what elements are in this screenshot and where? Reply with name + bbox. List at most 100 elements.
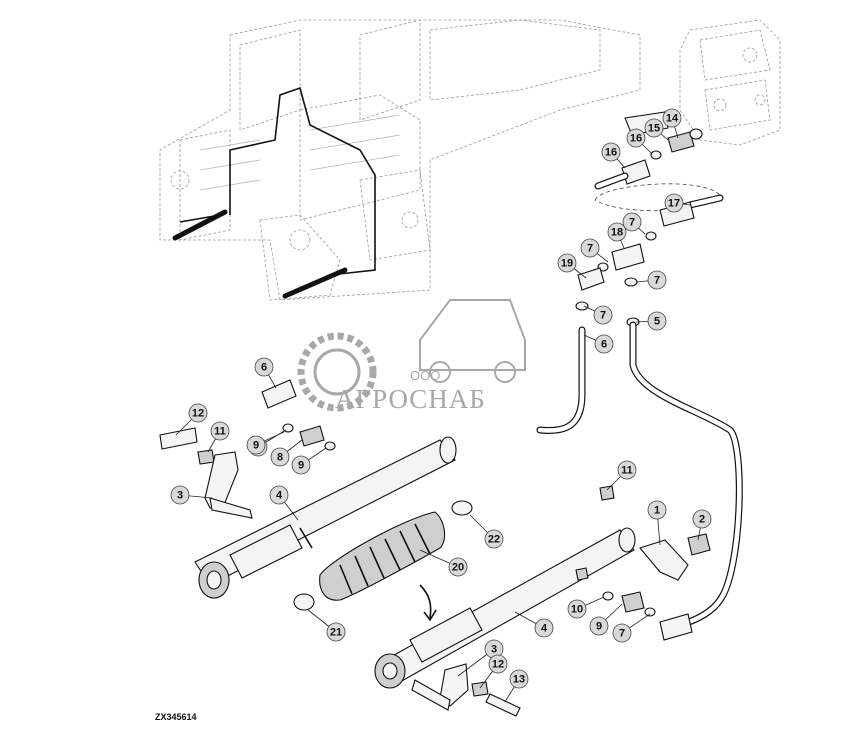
callout-7: 7 <box>622 212 642 232</box>
callout-circle <box>254 357 274 377</box>
callout-number: 10 <box>571 604 583 616</box>
callout-circle <box>626 128 646 148</box>
callout-circle <box>692 509 712 529</box>
callout-number: 16 <box>630 133 642 145</box>
callout-number: 8 <box>277 452 283 464</box>
callout-number: 9 <box>298 460 304 472</box>
callout-5: 5 <box>647 311 667 331</box>
callout-number: 7 <box>654 275 660 287</box>
callout-12: 12 <box>188 403 208 423</box>
bellows-and-clamps <box>293 500 473 622</box>
callout-22: 22 <box>484 529 504 549</box>
callout-circle <box>622 212 642 232</box>
valve-block-ghost <box>679 19 781 146</box>
callout-10: 10 <box>567 599 587 619</box>
callout-circle <box>488 654 508 674</box>
callout-4: 4 <box>269 485 289 505</box>
callout-labels: 1233445667777788999101111121213141516161… <box>170 108 712 689</box>
callout-13: 13 <box>509 669 529 689</box>
callout-number: 7 <box>629 217 635 229</box>
callout-8: 8 <box>270 447 290 467</box>
callout-14: 14 <box>662 108 682 128</box>
callout-circle <box>484 529 504 549</box>
callout-1: 1 <box>647 500 667 520</box>
callout-9: 9 <box>589 616 609 636</box>
watermark-prefix: ООО <box>410 368 440 383</box>
callout-circle <box>664 193 684 213</box>
drawing-id: ZX345614 <box>155 712 197 722</box>
callout-number: 17 <box>668 198 680 210</box>
callout-circle <box>534 618 554 638</box>
callout-circle <box>617 460 637 480</box>
callout-number: 4 <box>276 490 283 502</box>
callout-16: 16 <box>626 128 646 148</box>
callout-number: 12 <box>492 659 504 671</box>
callout-circle <box>210 421 230 441</box>
callout-number: 14 <box>666 113 679 125</box>
callout-number: 7 <box>600 310 606 322</box>
callout-number: 18 <box>611 227 623 239</box>
callout-6: 6 <box>594 334 614 354</box>
callout-18: 18 <box>607 222 627 242</box>
callout-circle <box>448 557 468 577</box>
callout-number: 7 <box>619 628 625 640</box>
callout-circle <box>291 455 311 475</box>
machine-frame-ghost <box>159 19 641 301</box>
callout-circle <box>580 238 600 258</box>
callout-4: 4 <box>534 618 554 638</box>
callout-number: 20 <box>452 562 464 574</box>
callout-circle <box>601 142 621 162</box>
callout-circle <box>567 599 587 619</box>
callout-number: 6 <box>261 362 267 374</box>
callout-number: 5 <box>654 316 660 328</box>
callout-circle <box>509 669 529 689</box>
callout-7: 7 <box>593 305 613 325</box>
callout-number: 9 <box>596 621 602 633</box>
callout-7: 7 <box>647 270 667 290</box>
callout-2: 2 <box>692 509 712 529</box>
callout-number: 2 <box>699 514 705 526</box>
callout-number: 13 <box>513 674 525 686</box>
callout-circle <box>612 623 632 643</box>
callout-number: 12 <box>192 408 204 420</box>
callout-circle <box>662 108 682 128</box>
callout-number: 7 <box>587 243 593 255</box>
callout-number: 22 <box>488 534 500 546</box>
fitting-assembly-upper <box>575 111 724 327</box>
callout-11: 11 <box>210 421 230 441</box>
callout-circle <box>270 447 290 467</box>
callout-circle <box>246 435 266 455</box>
callout-number: 1 <box>654 505 660 517</box>
callout-number: 3 <box>491 644 497 656</box>
callout-circle <box>593 305 613 325</box>
callout-circle <box>170 485 190 505</box>
hydraulic-hoses <box>536 321 743 641</box>
cylinder-assembly-upper <box>159 379 457 599</box>
callout-9: 9 <box>291 455 311 475</box>
callout-number: 6 <box>601 339 607 351</box>
callout-number: 4 <box>541 623 548 635</box>
cylinder-assembly-lower <box>374 485 711 717</box>
callout-12: 12 <box>488 654 508 674</box>
callout-11: 11 <box>617 460 637 480</box>
callout-number: 11 <box>214 426 226 438</box>
callout-number: 21 <box>330 627 342 639</box>
callout-number: 15 <box>648 123 660 135</box>
callout-circle <box>647 311 667 331</box>
callout-number: 19 <box>561 258 573 270</box>
callout-circle <box>644 118 664 138</box>
callout-circle <box>557 253 577 273</box>
callout-circle <box>647 270 667 290</box>
callout-number: 11 <box>621 465 633 477</box>
callout-circle <box>188 403 208 423</box>
watermark-logo: ООО АГРОСНАБ <box>297 299 526 414</box>
callout-number: 3 <box>177 490 183 502</box>
callout-9: 9 <box>246 435 266 455</box>
callout-circle <box>647 500 667 520</box>
callout-21: 21 <box>326 622 346 642</box>
watermark-name: АГРОСНАБ <box>335 384 486 414</box>
callout-7: 7 <box>612 623 632 643</box>
callout-3: 3 <box>170 485 190 505</box>
callout-17: 17 <box>664 193 684 213</box>
